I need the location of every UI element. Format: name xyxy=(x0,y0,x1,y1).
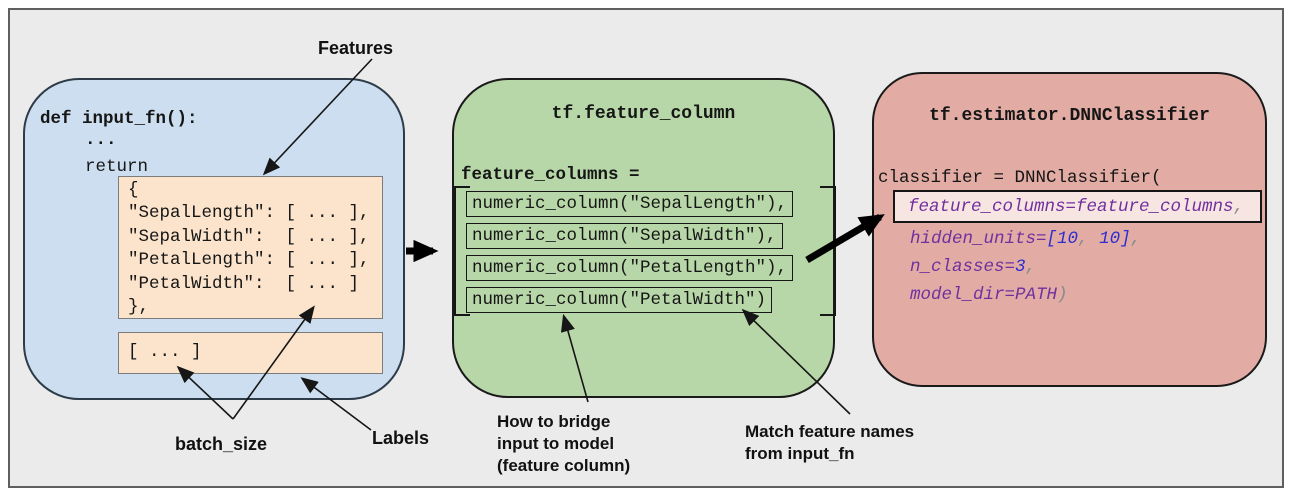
bridge-annotation-label: How to bridge input to model (feature co… xyxy=(497,412,631,475)
model-dir-arg-code: model_dir=PATH) xyxy=(910,285,1068,305)
numeric-column-item: numeric_column("SepalWidth"), xyxy=(466,223,783,249)
n-classes-arg-code: n_classes=3, xyxy=(910,257,1037,277)
features-dict-box: { "SepalLength": [ ... ], "SepalWidth": … xyxy=(118,176,383,319)
feature-columns-assign-line: feature_columns = xyxy=(461,165,640,185)
classifier-call-line: classifier = DNNClassifier( xyxy=(878,168,1162,188)
input-fn-return-keyword: return xyxy=(85,157,149,177)
input-fn-ellipsis: ... xyxy=(85,130,117,150)
labels-value-box: [ ... ] xyxy=(118,332,383,374)
batch-size-annotation-label: batch_size xyxy=(175,434,268,454)
features-annotation-label: Features xyxy=(318,38,394,58)
features-dict-code: { "SepalLength": [ ... ], "SepalWidth": … xyxy=(128,180,370,318)
feature-columns-arg-code: feature_columns=feature_columns, xyxy=(908,197,1245,217)
feature-column-title: tf.feature_column xyxy=(551,104,736,124)
match-annotation-label: Match feature names from input_fn xyxy=(745,422,915,463)
labels-annotation-label: Labels xyxy=(372,428,430,448)
input-fn-def-line: def input_fn(): xyxy=(40,109,198,129)
right-bracket-shape xyxy=(820,186,836,316)
labels-value-code: [ ... ] xyxy=(128,342,202,362)
estimator-title: tf.estimator.DNNClassifier xyxy=(929,106,1210,126)
numeric-column-item: numeric_column("PetalWidth") xyxy=(466,287,773,313)
numeric-column-item: numeric_column("SepalLength"), xyxy=(466,191,794,217)
left-bracket-shape xyxy=(454,186,470,316)
numeric-column-item: numeric_column("PetalLength"), xyxy=(466,255,794,281)
hidden-units-arg-code: hidden_units=[10, 10], xyxy=(910,229,1142,249)
estimator-box xyxy=(872,72,1267,387)
feature-columns-arg-highlight-box: feature_columns=feature_columns, xyxy=(893,190,1262,223)
